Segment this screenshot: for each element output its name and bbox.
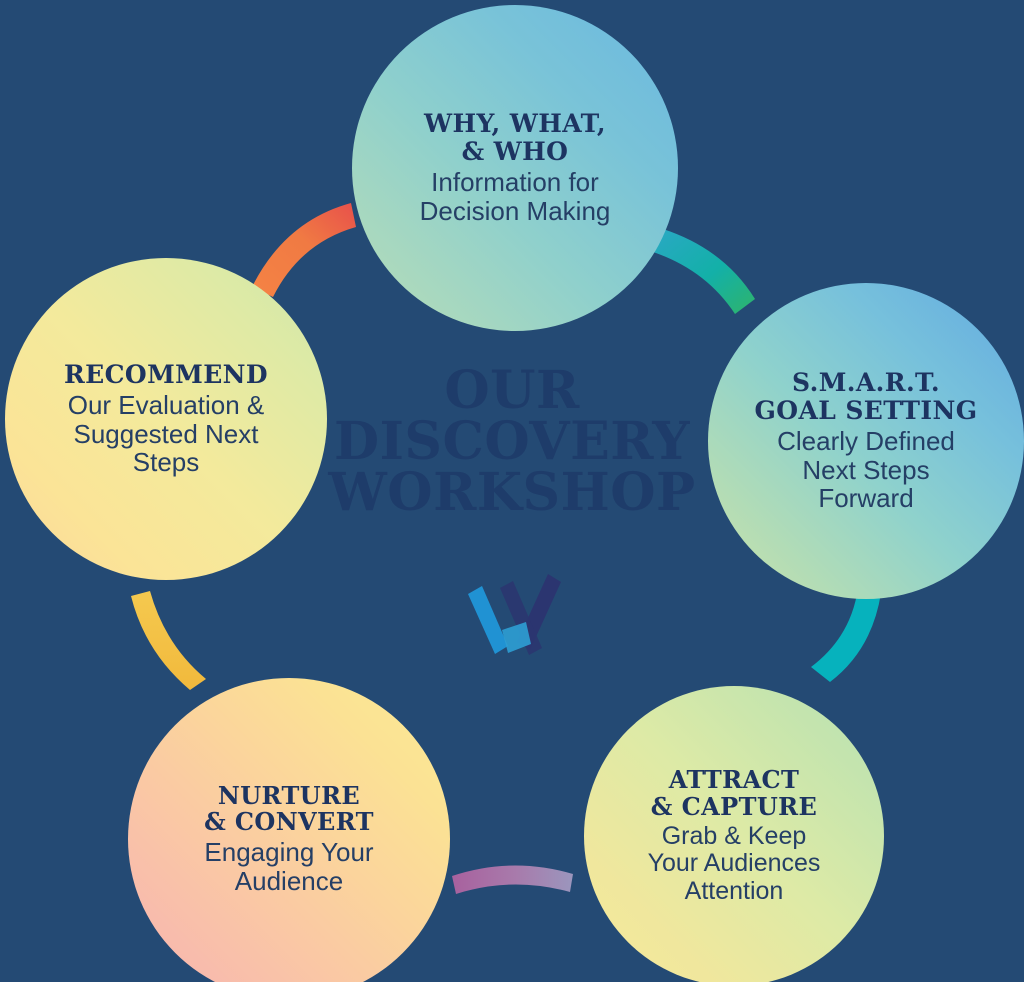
node-description: Grab & Keep Your Audiences Attention — [647, 821, 821, 905]
node-smart-goal-setting[interactable]: S.M.A.R.T. GOAL SETTING Clearly Defined … — [708, 283, 1024, 599]
node-title: RECOMMEND — [63, 360, 269, 390]
connector-attract-to-nurture — [452, 865, 573, 894]
w-logo — [458, 568, 568, 660]
connector-smart-to-attract — [811, 588, 881, 682]
node-description: Our Evaluation & Suggested Next Steps — [67, 390, 265, 478]
page-title: OUR DISCOVERY WORKSHOP — [328, 360, 696, 523]
node-recommend[interactable]: RECOMMEND Our Evaluation & Suggested Nex… — [5, 258, 327, 580]
center-block: OUR DISCOVERY WORKSHOP — [322, 360, 702, 523]
connector-recommend-to-why — [252, 203, 356, 297]
connector-why-to-smart — [653, 229, 755, 314]
node-attract-capture[interactable]: ATTRACT & CAPTURE Grab & Keep Your Audie… — [584, 686, 884, 982]
node-description: Information for Decision Making — [419, 167, 611, 226]
node-description: Engaging Your Audience — [204, 837, 374, 896]
node-title: S.M.A.R.T. GOAL SETTING — [754, 368, 978, 426]
node-description: Clearly Defined Next Steps Forward — [777, 426, 955, 514]
node-title: WHY, WHAT, & WHO — [423, 109, 606, 167]
node-why-what-who[interactable]: WHY, WHAT, & WHO Information for Decisio… — [352, 5, 678, 331]
node-nurture-convert[interactable]: NURTURE & CONVERT Engaging Your Audience — [128, 678, 450, 982]
node-title: NURTURE & CONVERT — [204, 780, 374, 837]
node-title: ATTRACT & CAPTURE — [650, 764, 818, 821]
connector-nurture-to-recommend — [131, 591, 206, 690]
